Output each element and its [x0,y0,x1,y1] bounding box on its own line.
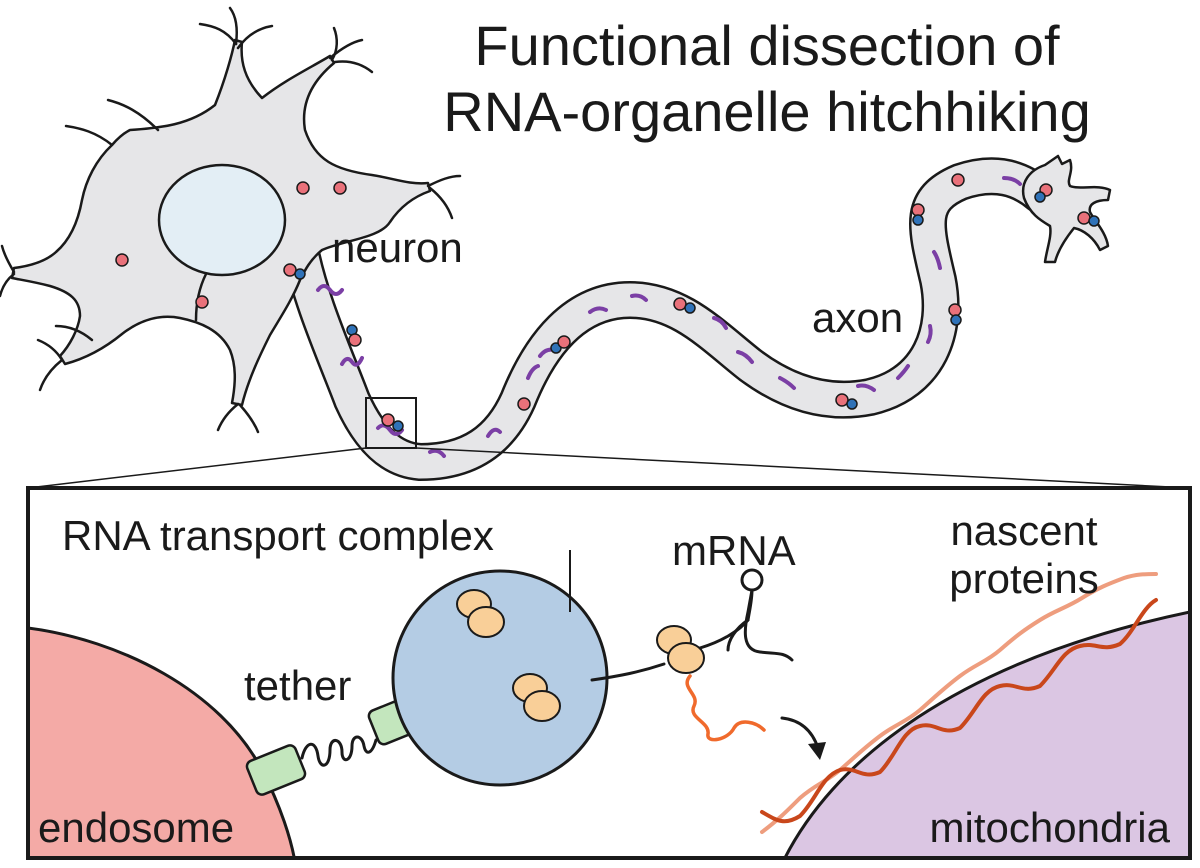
mitochondria [783,610,1190,858]
tether-label: tether [244,662,351,709]
axon-fill [283,159,1057,479]
nascent-label-line-2: proteins [949,555,1098,602]
inset-border [26,486,1192,860]
nascent-chain [685,674,766,742]
mrna-hairpin-loop [740,568,764,592]
mrna-label: mRNA [672,527,796,574]
red-particle [673,297,687,311]
red-particle [517,397,531,411]
blue-particle [1034,191,1046,203]
red-particle [333,181,347,195]
red-particle [911,203,925,217]
title-line-1: Functional dissection of [474,14,1060,77]
zoom-inset-panel: RNA transport complex mRNA nascent prote… [26,486,1192,860]
rna-transport-complex-label: RNA transport complex [62,512,494,559]
blue-particle [846,398,858,410]
translating-ribosome [656,625,705,674]
red-particle [348,333,362,347]
blue-particle [950,314,962,326]
title-line-2: RNA-organelle hitchhiking [443,80,1090,143]
zoom-lines [27,447,1191,489]
rna-transport-complex [391,569,609,787]
tether-linker [300,735,378,767]
tether-anchor-left [245,744,307,796]
red-particle [283,263,297,277]
mitochondria-label: mitochondria [930,804,1171,851]
red-particle [948,303,962,317]
ribosome-icon [512,673,561,722]
red-particle [381,413,395,427]
blue-particle [684,302,696,314]
axon-label: axon [812,294,903,341]
arrow-head-icon [808,742,826,760]
nucleus [157,163,287,277]
nascent-protein-helix [760,572,1158,834]
blue-particle [1088,215,1100,227]
ribosomes [456,589,561,722]
growth-cone [1021,154,1112,264]
endosome [28,626,296,858]
rna-particles [115,173,1100,432]
neuron: neuron axon [0,6,1112,481]
zoom-box [365,397,417,449]
mrna-strand [590,588,794,682]
red-particle [115,253,129,267]
red-particle [557,335,571,349]
endosome-label: endosome [38,804,234,851]
red-particle [195,295,209,309]
blue-particle [294,268,306,280]
ribosome-icon [456,589,505,638]
helix-strand-dark [760,598,1158,824]
blue-particle [392,420,404,432]
neuron-label: neuron [332,224,463,271]
red-particle [1077,211,1091,225]
nascent-label-line-1: nascent [950,507,1097,554]
red-particle [296,181,310,195]
red-particle [835,393,849,407]
dendrite-branches [0,6,462,434]
blue-particle [912,214,924,226]
rna-squiggles [316,176,1022,458]
red-particle [951,173,965,187]
